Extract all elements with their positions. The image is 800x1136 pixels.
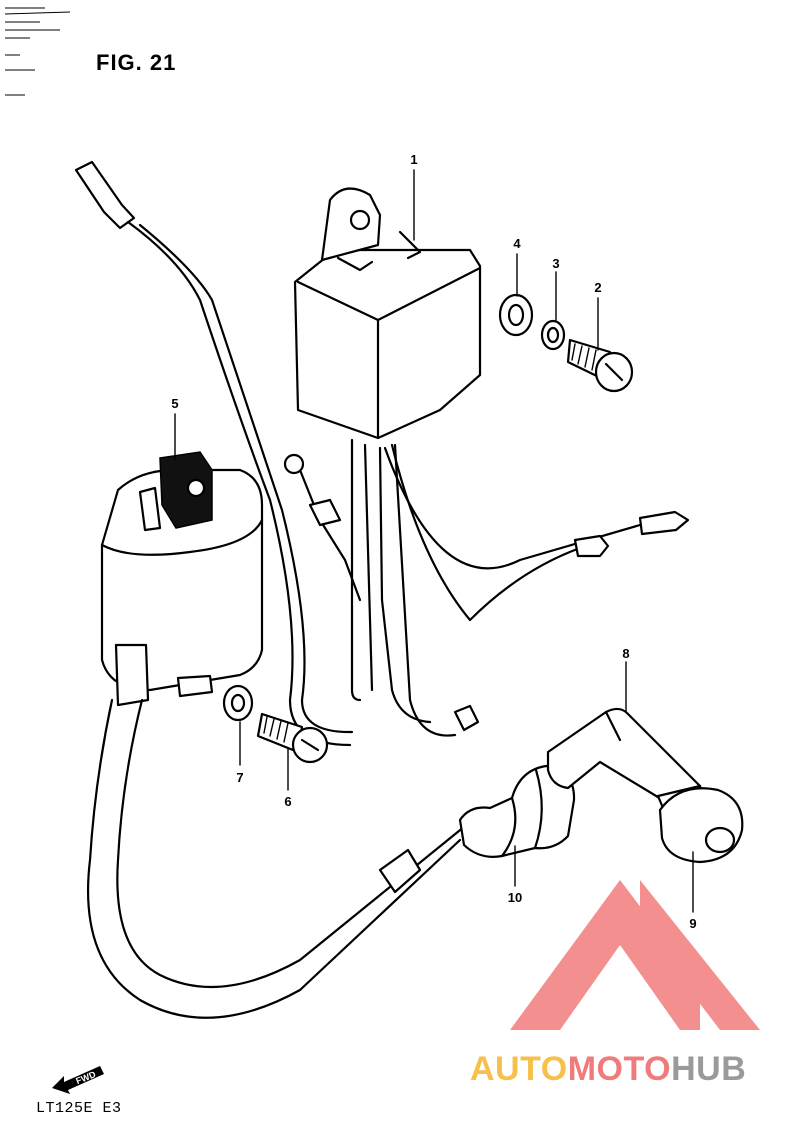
callout-1: 1 bbox=[410, 152, 417, 167]
callout-4: 4 bbox=[513, 236, 521, 251]
brand-part-auto: AUTO bbox=[470, 1050, 568, 1088]
cdi-wire-harness bbox=[283, 438, 690, 737]
washer-part-7 bbox=[222, 684, 254, 722]
lock-washer-part-3 bbox=[540, 319, 566, 351]
ignition-coil bbox=[100, 451, 264, 707]
scan-noise-marks bbox=[4, 7, 71, 96]
cdi-unit bbox=[293, 187, 482, 440]
callout-leaders bbox=[174, 169, 694, 913]
figure-title: FIG. 21 bbox=[96, 50, 177, 75]
spark-plug-cover-part-9 bbox=[658, 787, 744, 864]
high-tension-lead bbox=[86, 698, 472, 1019]
washer-part-4 bbox=[498, 293, 534, 337]
callout-8: 8 bbox=[622, 646, 629, 661]
boot-part-10 bbox=[458, 764, 576, 858]
callout-6: 6 bbox=[284, 794, 291, 809]
bolt-part-2 bbox=[566, 338, 634, 393]
ground-lead-wire bbox=[74, 160, 354, 747]
callout-9: 9 bbox=[689, 916, 696, 931]
screw-part-6 bbox=[256, 712, 329, 764]
watermark-brand-text: AUTOMOTOHUB bbox=[470, 1050, 746, 1089]
callout-7: 7 bbox=[236, 770, 243, 785]
forward-arrow-icon: FWD bbox=[52, 1066, 104, 1094]
callout-5: 5 bbox=[171, 396, 178, 411]
brand-part-hub: HUB bbox=[671, 1050, 747, 1088]
callout-2: 2 bbox=[594, 280, 601, 295]
callout-10: 10 bbox=[508, 890, 522, 905]
watermark-logo-icon bbox=[510, 880, 760, 1030]
brand-part-moto: MOTO bbox=[567, 1050, 672, 1088]
direction-label: FWD bbox=[74, 1069, 97, 1086]
model-code: LT125E E3 bbox=[36, 1100, 122, 1117]
callout-3: 3 bbox=[552, 256, 559, 271]
